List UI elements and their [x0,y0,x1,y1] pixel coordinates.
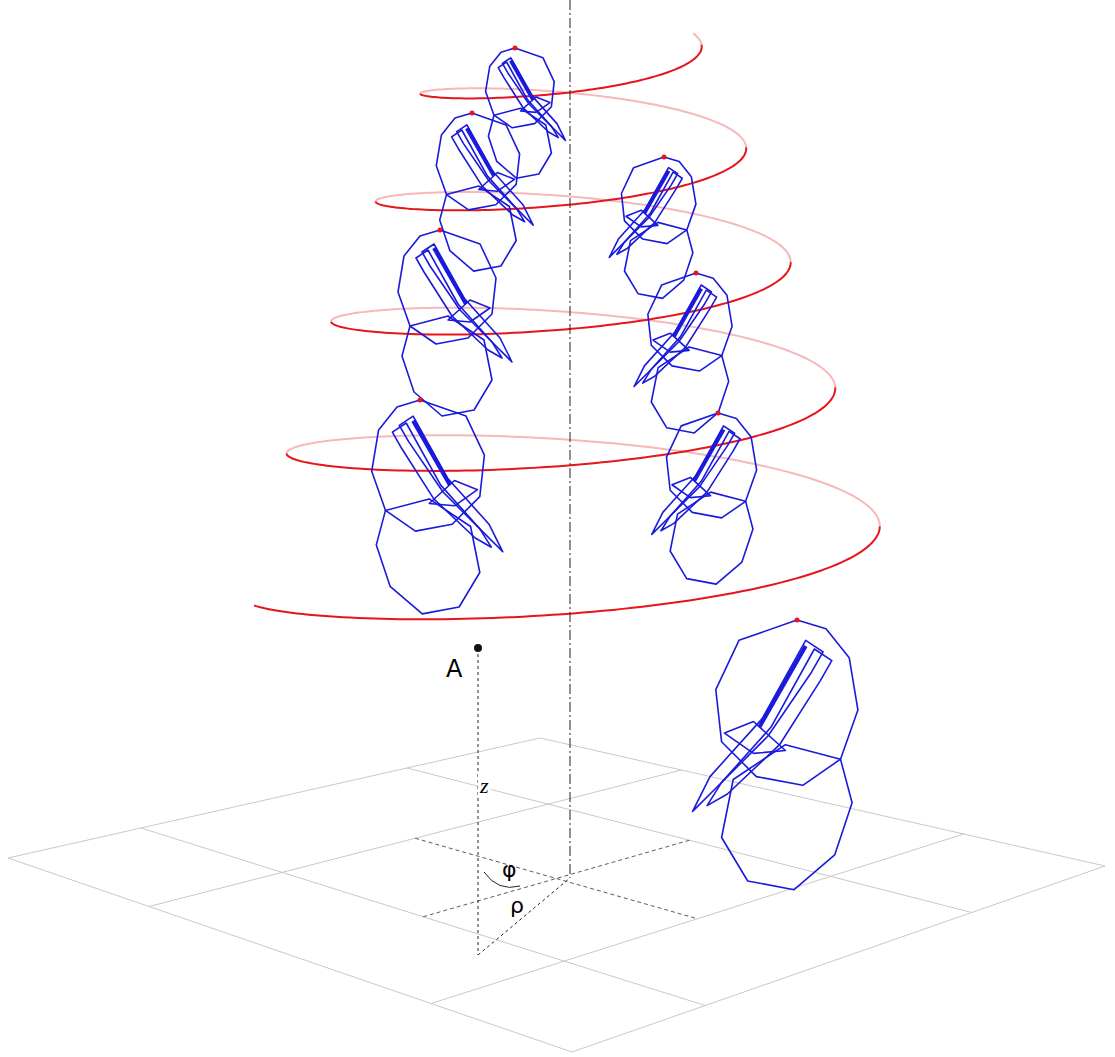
helix-back [420,88,746,147]
leaf-outline [429,481,477,506]
leaf-outline [652,426,735,535]
leaf-outline [670,492,753,584]
projection-line [478,648,479,955]
attach-dot [795,618,800,623]
leaf-outline [521,97,550,112]
attach-dot [662,155,667,160]
leaf-outline [693,640,824,811]
leaf-outline [376,499,480,614]
attach-dot [513,46,518,51]
leaf-stem [467,128,494,176]
point-a [474,644,482,652]
leaf-outline [648,273,732,371]
leaf-outline [643,290,717,383]
leaf-outline [392,423,491,547]
helix-back [331,308,835,388]
leaf-stem [674,288,702,336]
attach-dot [470,111,475,116]
leaf-figure [486,48,566,178]
leaves [372,48,858,890]
radius-label: ρ [508,894,526,918]
leaf-figure [652,413,757,584]
axis-label: z [478,774,491,798]
leaf-outline [725,722,786,754]
leaf-stem [413,421,450,485]
leaf-outline [666,413,756,518]
leaf-figure [609,157,696,298]
point-label: A [444,656,464,682]
attach-dot [716,411,721,416]
grid-line [8,858,572,1052]
leaf-outline [436,113,519,210]
leaf-figure [634,273,732,433]
leaf-outline [440,186,517,271]
leaf-outline [488,108,551,178]
leaf-figure [372,400,503,614]
leaf-outline [416,250,502,358]
grid-line [141,828,705,1006]
leaf-outline [626,210,658,227]
helix [254,33,880,619]
leaf-outline [624,222,692,298]
leaf-outline [617,172,682,254]
helix-front [376,147,747,210]
helix-back [693,33,701,44]
leaf-stem [694,430,723,482]
leaf-stem [759,646,805,727]
leaf-figure [693,620,858,890]
leaf-outline [716,620,858,785]
leaf-outline [399,416,503,552]
helix-front [420,45,702,99]
leaf-outline [707,649,832,806]
leaf-figure [398,230,512,416]
grid-line [572,866,1105,1052]
dashed-axis [423,840,689,917]
grid-line [540,738,1105,866]
leaf-outline [422,244,512,362]
leaf-outline [672,477,711,497]
leaf-stem [511,61,533,100]
angle-label: φ [500,858,519,882]
leaf-figure [436,113,533,271]
leaf-outline [448,300,490,322]
attach-dot [694,271,699,276]
attach-dot [418,398,423,403]
leaf-outline [398,230,496,344]
leaf-outline [479,173,515,192]
ground-grid [8,738,1105,1052]
leaf-outline [651,347,728,433]
attach-dot [438,228,443,233]
axis [570,0,571,878]
leaf-outline [621,157,695,244]
leaf-outline [653,333,689,352]
leaf-outline [402,316,492,416]
leaf-outline [486,48,555,128]
leaf-outline [722,745,853,890]
leaf-stem [434,248,466,304]
leaf-outline [498,62,558,138]
helix-front [286,387,835,471]
helix-front [254,526,880,619]
leaf-outline [661,431,740,530]
dashed-axis [415,838,697,919]
leaf-stem [644,171,668,214]
radius-line [478,878,570,955]
leaf-outline [372,400,485,531]
grid-line [8,738,540,858]
